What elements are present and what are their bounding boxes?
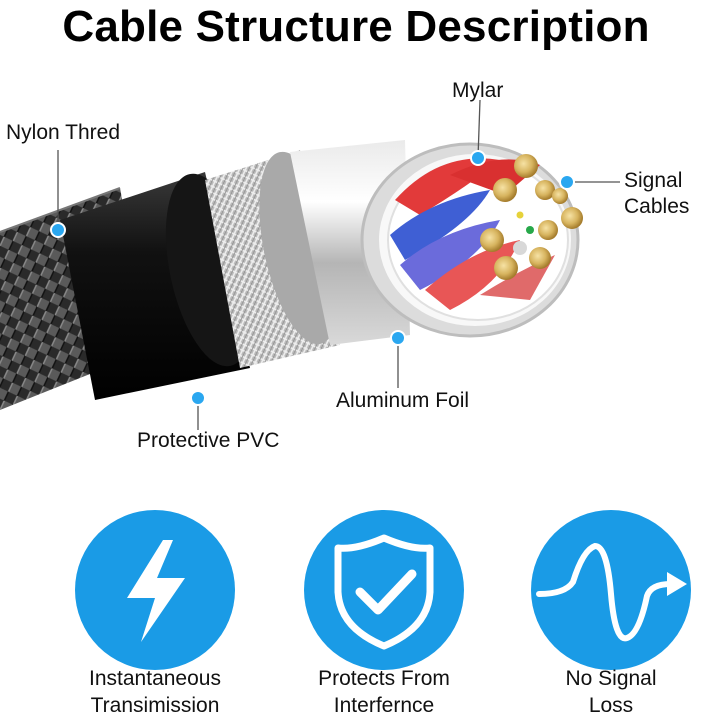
lightning-icon (127, 540, 185, 642)
feature-instantaneous-transmission (75, 510, 235, 670)
label-aluminum-foil: Aluminum Foil (336, 389, 470, 412)
feature-text-1-line1: Instantaneous (89, 667, 221, 690)
inner-cables (387, 158, 569, 321)
feature-text-2-line2: Interfernce (333, 694, 435, 717)
signal-wave-icon (536, 542, 687, 642)
feature-text-2-line1: Protects From (318, 667, 450, 690)
feature-protects-interference (304, 510, 464, 670)
callout-dots (50, 150, 575, 406)
label-protective-pvc: Protective PVC (137, 429, 280, 452)
label-signal-line1: Signal (624, 169, 683, 192)
label-signal-line2: Cables (624, 195, 690, 218)
feature-text-3-line1: No Signal (565, 667, 657, 690)
feature-text-2: Protects From Interfernce (274, 665, 494, 719)
label-mylar: Mylar (452, 79, 504, 102)
copper-conductors (480, 154, 583, 280)
page-title: Cable Structure Description (62, 2, 650, 51)
feature-text-3-line2: Loss (588, 694, 634, 717)
feature-text-1: Instantaneous Transimission (45, 665, 265, 719)
feature-text-3: No Signal Loss (501, 665, 712, 719)
label-signal-cables: Signal Cables (624, 168, 689, 220)
shield-check-icon (334, 534, 434, 650)
feature-text-1-line2: Transimission (90, 694, 220, 717)
label-nylon-thread: Nylon Thred (6, 121, 121, 144)
feature-no-signal-loss (531, 510, 691, 670)
